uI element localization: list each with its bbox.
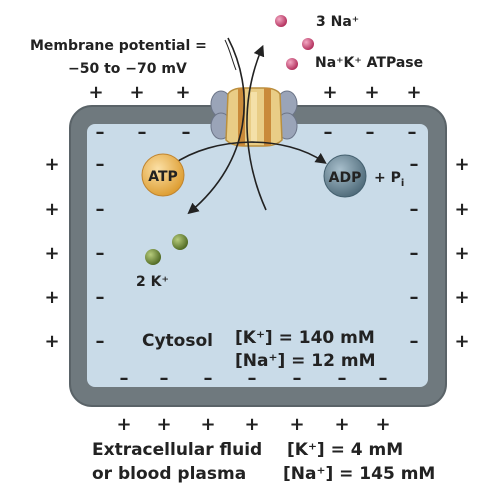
potassium-ions [145, 234, 188, 265]
outside-plus-sign: + [454, 287, 469, 308]
outside-plus-sign: + [129, 82, 144, 103]
inside-minus-sign: – [96, 331, 105, 352]
inside-minus-sign: – [324, 122, 333, 143]
inside-minus-sign: – [96, 243, 105, 264]
inside-minus-sign: – [182, 122, 191, 143]
inside-minus-sign: – [138, 122, 147, 143]
extracellular-na-concentration: [Na⁺] = 145 mM [283, 464, 435, 484]
na-k-atpase-pump [210, 87, 298, 147]
inside-minus-sign: – [366, 122, 375, 143]
inside-minus-sign: – [410, 331, 419, 352]
atp-hydrolysis-arrow [171, 141, 327, 166]
outside-plus-sign: + [454, 199, 469, 220]
outside-plus-sign: + [454, 154, 469, 175]
outside-plus-sign: + [44, 243, 59, 264]
outside-plus-sign: + [175, 82, 190, 103]
inside-minus-sign: – [410, 243, 419, 264]
inside-minus-sign: – [160, 368, 169, 389]
outside-plus-sign: + [44, 287, 59, 308]
adp-label: ADP [329, 170, 362, 186]
inside-minus-sign: – [338, 368, 347, 389]
pump-label: Na⁺K⁺ ATPase [315, 55, 423, 71]
outside-plus-sign: + [364, 82, 379, 103]
adp-molecule: ADP [323, 154, 367, 198]
outside-plus-sign: + [116, 414, 131, 435]
outside-plus-sign: + [454, 243, 469, 264]
outside-plus-sign: + [44, 199, 59, 220]
inside-minus-sign: – [96, 154, 105, 175]
inside-minus-sign: – [408, 122, 417, 143]
outside-plus-sign: + [200, 414, 215, 435]
outside-plus-sign: + [88, 82, 103, 103]
sodium-ions [275, 15, 314, 70]
outside-plus-sign: + [44, 154, 59, 175]
inside-minus-sign: – [204, 368, 213, 389]
inside-minus-sign: – [96, 287, 105, 308]
extracellular-k-concentration: [K⁺] = 4 mM [287, 440, 403, 460]
outside-plus-sign: + [289, 414, 304, 435]
cytosol-label: Cytosol [142, 331, 213, 351]
membrane-potential-line1: Membrane potential = [30, 38, 207, 54]
outside-plus-sign: + [156, 414, 171, 435]
potassium-in-label: 2 K⁺ [136, 274, 169, 290]
atp-label: ATP [148, 169, 178, 185]
inside-minus-sign: – [120, 368, 129, 389]
inside-minus-sign: – [410, 199, 419, 220]
outside-plus-sign: + [244, 414, 259, 435]
membrane-potential-leader [224, 39, 237, 71]
inside-minus-sign: – [96, 199, 105, 220]
transport-arrows [171, 37, 327, 215]
extracellular-label-line2: or blood plasma [92, 464, 246, 484]
outside-plus-sign: + [322, 82, 337, 103]
sodium-out-label: 3 Na⁺ [316, 14, 359, 30]
outside-plus-sign: + [44, 331, 59, 352]
inside-minus-sign: – [96, 122, 105, 143]
cytosol-k-concentration: [K⁺] = 140 mM [235, 328, 375, 348]
outside-plus-sign: + [454, 331, 469, 352]
potassium-entry-arrow [187, 37, 245, 215]
inside-minus-sign: – [293, 368, 302, 389]
atp-molecule: ATP [141, 153, 185, 197]
sodium-exit-arrow [246, 44, 267, 211]
outside-plus-sign: + [375, 414, 390, 435]
outside-plus-sign: + [334, 414, 349, 435]
cytosol-na-concentration: [Na⁺] = 12 mM [235, 351, 376, 371]
inside-minus-sign: – [410, 154, 419, 175]
inside-minus-sign: – [248, 368, 257, 389]
membrane-charge-signs: +++++++++++++++++++++++–––––––––––––––––… [44, 82, 469, 435]
outside-plus-sign: + [406, 82, 421, 103]
inside-minus-sign: – [410, 287, 419, 308]
membrane-potential-line2: −50 to −70 mV [68, 61, 187, 77]
inside-minus-sign: – [379, 368, 388, 389]
extracellular-label-line1: Extracellular fluid [92, 440, 262, 460]
phosphate-label: + Pi [374, 170, 404, 189]
